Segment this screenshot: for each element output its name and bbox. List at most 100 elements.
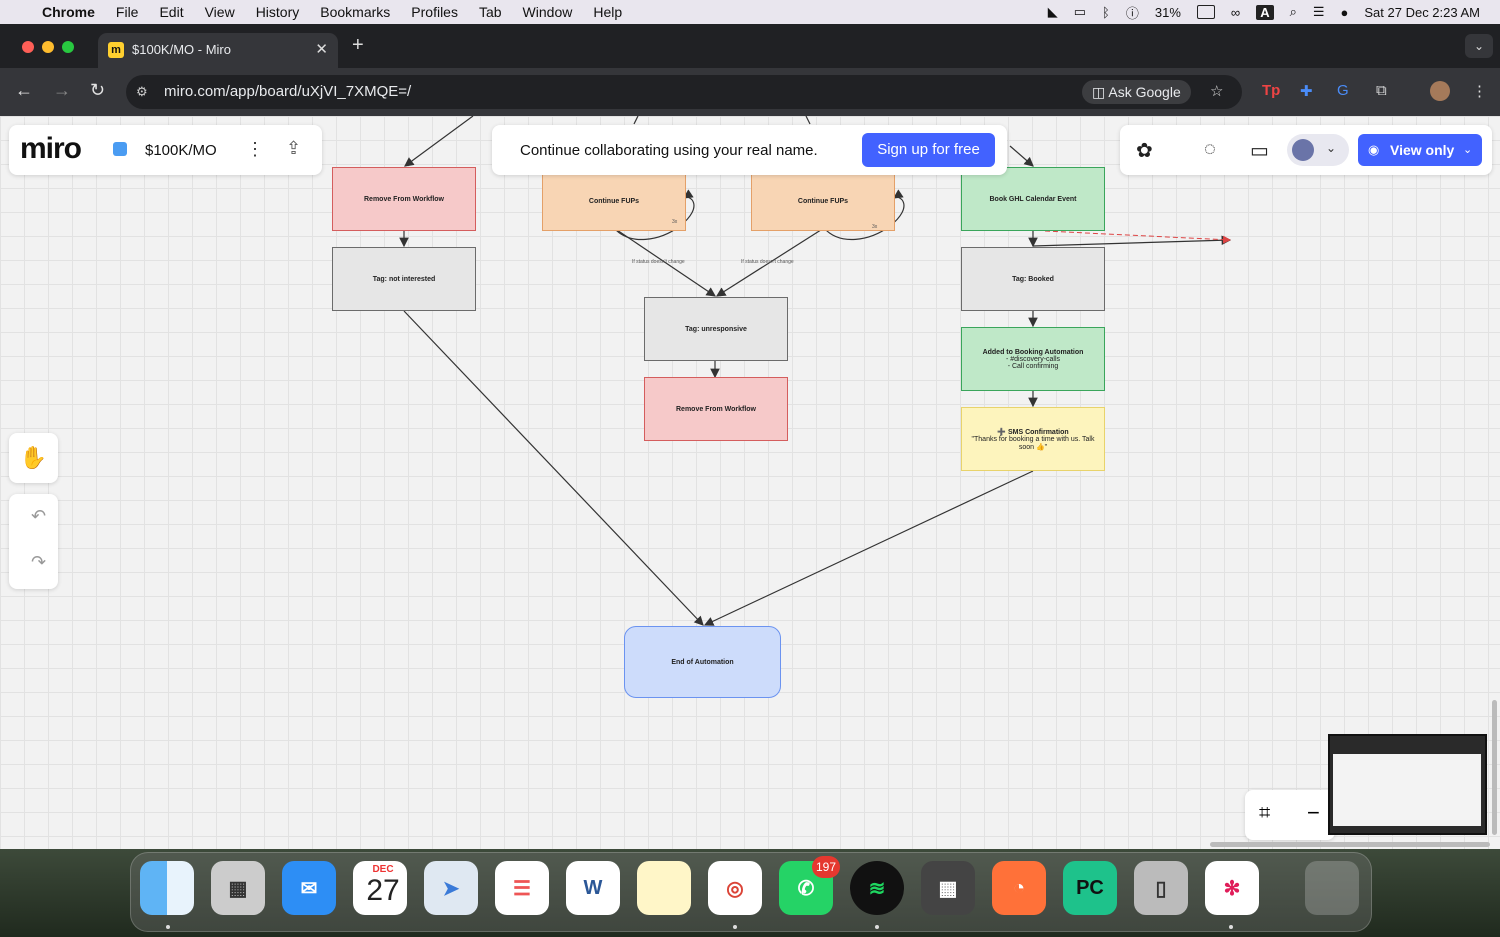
extension-tp-icon[interactable]: Tp xyxy=(1262,82,1281,99)
close-tab-icon[interactable]: ✕ xyxy=(315,41,328,58)
cast-icon[interactable]: ◣ xyxy=(1047,4,1058,19)
menu-app-name[interactable]: Chrome xyxy=(42,4,95,20)
menu-profiles[interactable]: Profiles xyxy=(411,4,458,20)
lens-icon: ◫ xyxy=(1092,84,1109,100)
extensions-puzzle-icon[interactable]: ⧉ xyxy=(1376,82,1387,99)
menu-datetime[interactable]: Sat 27 Dec 2:23 AM xyxy=(1364,4,1480,20)
node-tag-unresponsive[interactable]: Tag: unresponsive xyxy=(644,297,788,361)
board-menu-icon[interactable]: ⋮ xyxy=(246,139,264,159)
iphone-mirroring-icon[interactable]: ▯ xyxy=(1134,861,1188,915)
address-bar[interactable] xyxy=(126,75,1242,109)
fit-to-screen-icon[interactable]: ⌗ xyxy=(1259,802,1271,824)
horizontal-scrollbar[interactable] xyxy=(1210,842,1490,847)
running-indicator xyxy=(1229,925,1233,929)
running-indicator xyxy=(875,925,879,929)
running-indicator xyxy=(733,925,737,929)
spotlight-icon[interactable]: ⌕ xyxy=(1289,4,1297,19)
trash-icon[interactable] xyxy=(1305,861,1359,915)
miro-logo[interactable]: miro xyxy=(20,132,82,165)
calendar-icon[interactable] xyxy=(353,861,407,915)
view-only-button[interactable]: ◉ View only ⌄ xyxy=(1358,134,1482,166)
video-icon[interactable]: ▭ xyxy=(1250,140,1269,162)
maps-icon[interactable]: ➤ xyxy=(424,861,478,915)
extension-blue-icon[interactable]: ✚ xyxy=(1300,83,1313,100)
accessibility-icon[interactable]: ⓘ xyxy=(1125,5,1139,21)
node-continue-fups-2[interactable]: Continue FUPs xyxy=(751,172,895,231)
board-header-panel xyxy=(9,125,322,175)
chrome-icon[interactable]: ◎ xyxy=(708,861,762,915)
undo-icon[interactable]: ↶ xyxy=(31,506,47,526)
node-tag-not-interested[interactable]: Tag: not interested xyxy=(332,247,476,311)
word-icon[interactable]: W xyxy=(566,861,620,915)
launchpad-icon[interactable]: ▦ xyxy=(211,861,265,915)
ask-google-button[interactable]: ◫ Ask Google xyxy=(1082,80,1191,104)
menu-file[interactable]: File xyxy=(115,4,139,20)
slack-icon[interactable]: ✻ xyxy=(1205,861,1259,915)
bookmark-star-icon[interactable]: ☆ xyxy=(1210,83,1224,100)
ask-google-label: Ask Google xyxy=(1108,84,1181,100)
comments-icon[interactable]: ◌ xyxy=(1204,138,1216,160)
input-source-icon[interactable]: A xyxy=(1256,4,1274,20)
sms-title: ➕ SMS Confirmation xyxy=(997,428,1069,436)
node-tag-booked[interactable]: Tag: Booked xyxy=(961,247,1105,311)
connector-layer xyxy=(399,116,1232,626)
profile-avatar-icon[interactable] xyxy=(1430,81,1450,101)
node-continue-fups-1[interactable]: Continue FUPs xyxy=(542,172,686,231)
close-window-button[interactable] xyxy=(22,41,34,53)
notes-icon[interactable] xyxy=(637,861,691,915)
link-icon[interactable]: ∞ xyxy=(1230,4,1241,20)
display-icon[interactable]: ▭ xyxy=(1073,4,1087,19)
menu-view[interactable]: View xyxy=(204,4,235,20)
site-info-icon[interactable]: ⚙ xyxy=(136,84,148,99)
back-icon[interactable]: ← xyxy=(15,80,33,100)
reactions-icon[interactable]: ✿ xyxy=(1136,140,1153,162)
control-center-icon[interactable]: ☰ xyxy=(1312,4,1325,19)
node-sms-confirmation[interactable]: ➕ SMS Confirmation "Thanks for booking a… xyxy=(961,407,1105,471)
redo-icon[interactable]: ↷ xyxy=(31,552,47,572)
calculator-icon[interactable]: ▦ xyxy=(921,861,975,915)
url-text[interactable]: miro.com/app/board/uXjVI_7XMQE=/ xyxy=(164,83,412,100)
chevron-down-icon: ⌄ xyxy=(1463,144,1473,156)
new-tab-icon[interactable]: + xyxy=(352,34,364,56)
zoom-out-icon[interactable]: − xyxy=(1307,800,1320,825)
reload-icon[interactable]: ↻ xyxy=(90,80,106,100)
node-book-ghl-calendar-event[interactable]: Book GHL Calendar Event xyxy=(961,167,1105,231)
board-canvas[interactable]: Remove From Workflow Tag: not interested… xyxy=(0,116,1500,849)
reminders-icon[interactable]: ☰ xyxy=(495,861,549,915)
node-end-of-automation[interactable]: End of Automation xyxy=(624,626,781,698)
hand-tool-icon[interactable]: ✋ xyxy=(9,433,58,483)
menu-window[interactable]: Window xyxy=(522,4,573,20)
mail-icon[interactable]: ✉ xyxy=(282,861,336,915)
chevron-down-icon[interactable]: ⌄ xyxy=(1326,141,1337,155)
sms-body: "Thanks for booking a time with us. Talk… xyxy=(971,435,1095,451)
translate-icon[interactable]: G xyxy=(1337,82,1349,99)
menu-tab[interactable]: Tab xyxy=(478,4,502,20)
tab-miro[interactable]: m $100K/MO - Miro ✕ xyxy=(98,33,338,68)
tab-search-icon[interactable]: ⌄ xyxy=(1465,34,1493,58)
zoom-window-button[interactable] xyxy=(62,41,74,53)
menu-help[interactable]: Help xyxy=(593,4,623,20)
menu-bookmarks[interactable]: Bookmarks xyxy=(320,4,391,20)
chrome-menu-icon[interactable]: ⋮ xyxy=(1472,83,1487,100)
export-icon[interactable]: ⇪ xyxy=(286,138,302,158)
battery-icon[interactable] xyxy=(1196,5,1215,19)
forward-icon[interactable]: → xyxy=(53,80,71,100)
pycharm-icon[interactable]: PC xyxy=(1063,861,1117,915)
undo-redo-panel: ↶ ↷ xyxy=(9,494,58,589)
sign-up-button[interactable]: Sign up for free xyxy=(862,133,995,167)
board-name[interactable]: $100K/MO xyxy=(145,142,217,159)
siri-icon[interactable]: ● xyxy=(1340,4,1349,20)
menu-history[interactable]: History xyxy=(255,4,300,20)
node-remove-from-workflow[interactable]: Remove From Workflow xyxy=(332,167,476,231)
node-remove-from-workflow-2[interactable]: Remove From Workflow xyxy=(644,377,788,441)
minimize-window-button[interactable] xyxy=(42,41,54,53)
board-minimap[interactable] xyxy=(1328,734,1487,835)
bluetooth-icon[interactable]: ᛒ xyxy=(1102,4,1110,20)
spotlight-music-icon[interactable]: ≋ xyxy=(850,861,904,915)
firefox-icon[interactable]: ◔ xyxy=(992,861,1046,915)
finder-icon[interactable] xyxy=(140,861,194,915)
menu-edit[interactable]: Edit xyxy=(159,4,184,20)
zoom-controls: ⌗ − xyxy=(1245,790,1335,840)
node-added-to-booking-automation[interactable]: Added to Booking Automation - #discovery… xyxy=(961,327,1105,391)
vertical-scrollbar[interactable] xyxy=(1492,700,1497,835)
